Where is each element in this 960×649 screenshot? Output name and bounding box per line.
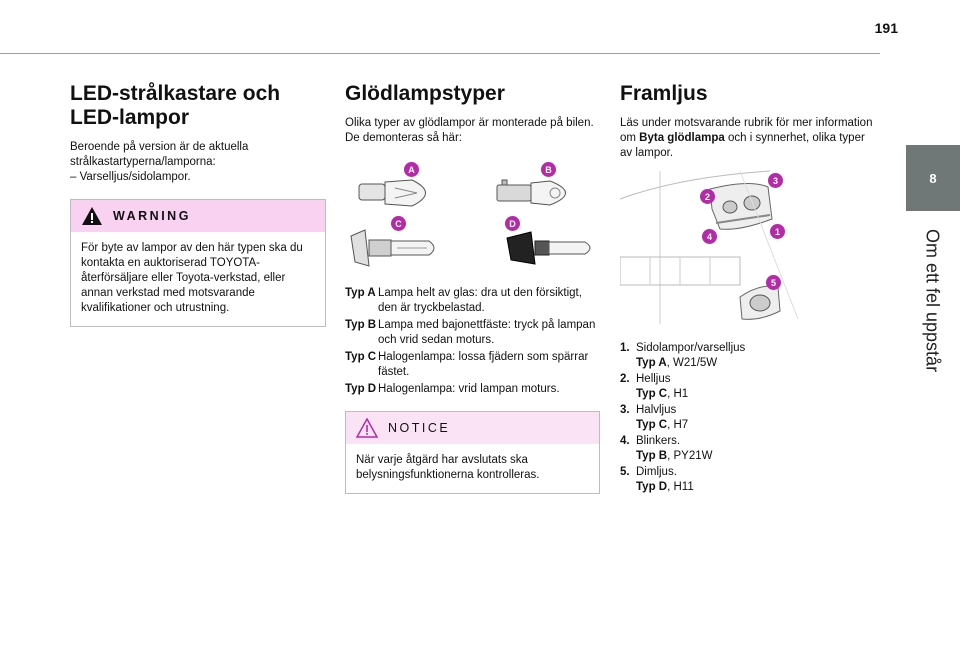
headlights-intro: Läs under motsvarande rubrik för mer inf… — [620, 117, 873, 159]
header-rule — [0, 53, 880, 54]
lamp-list: 1. Sidolampor/varselljus Typ A, W21/5W 2… — [620, 341, 880, 495]
callout-3: 3 — [768, 173, 783, 188]
chapter-title-text: Om ett fel uppstår — [922, 229, 943, 373]
list-item: 3. Halvljus Typ C, H7 — [620, 404, 689, 431]
page-number: 191 — [874, 20, 898, 36]
list-item: 5. Dimljus. Typ D, H11 — [620, 466, 694, 493]
bulb-badge-d: D — [505, 216, 520, 231]
warning-triangle-icon — [82, 207, 102, 225]
car-front-illustration — [619, 170, 799, 324]
headlight-diagram: 1 2 3 4 5 — [619, 169, 880, 329]
bulb-b-illustration — [496, 179, 566, 206]
callout-5: 5 — [766, 275, 781, 290]
bulb-illustrations: A B C D — [345, 156, 600, 276]
notice-text: När varje åtgärd har avslutats ska belys… — [356, 454, 540, 481]
chapter-title: Om ett fel uppstår — [906, 226, 958, 376]
type-row: Typ C Halogenlampa: lossa fjädern som sp… — [345, 351, 589, 378]
list-item: 1. Sidolampor/varselljus Typ A, W21/5W — [620, 342, 746, 369]
notice-header: NOTICE — [346, 412, 599, 444]
bulb-badge-b: B — [541, 162, 556, 177]
bulb-types-intro: Olika typer av glödlampor är monterade p… — [345, 117, 594, 144]
notice-triangle-icon — [356, 418, 378, 438]
chapter-tab[interactable]: 8 — [906, 145, 960, 211]
type-row: Typ D Halogenlampa: vrid lampan moturs. — [345, 383, 560, 395]
bulb-type-list: Typ A Lampa helt av glas: dra ut den för… — [345, 286, 600, 397]
list-item: 4. Blinkers. Typ B, PY21W — [620, 435, 713, 462]
led-title: LED-strålkastare och LED-lampor — [70, 82, 281, 129]
callout-2: 2 — [700, 189, 715, 204]
callout-1: 1 — [770, 224, 785, 239]
headlights-title: Framljus — [620, 82, 708, 105]
callout-4: 4 — [702, 229, 717, 244]
list-item: 2. Helljus Typ C, H1 — [620, 373, 689, 400]
led-bullet: – Varselljus/sidolampor. — [70, 171, 191, 183]
warning-text: För byte av lampor av den här typen ska … — [81, 242, 303, 314]
headlights-section: Framljus Läs under motsvarande rubrik fö… — [619, 82, 880, 496]
warning-box: WARNING För byte av lampor av den här ty… — [70, 199, 326, 327]
led-section: LED-strålkastare och LED-lampor Beroende… — [70, 82, 326, 327]
bulb-d-illustration — [506, 231, 591, 265]
bulb-c-illustration — [350, 229, 435, 267]
bulb-types-title: Glödlampstyper — [345, 82, 505, 105]
led-intro: Beroende på version är de aktuella strål… — [70, 141, 249, 168]
bulb-badge-a: A — [404, 162, 419, 177]
bulb-badge-c: C — [391, 216, 406, 231]
notice-title: NOTICE — [388, 421, 451, 435]
warning-title: WARNING — [113, 209, 191, 223]
bulb-a-illustration — [358, 179, 426, 207]
notice-box: NOTICE När varje åtgärd har avslutats sk… — [345, 411, 600, 494]
bulb-types-section: Glödlampstyper Olika typer av glödlampor… — [345, 82, 600, 494]
type-row: Typ A Lampa helt av glas: dra ut den för… — [345, 287, 582, 314]
type-row: Typ B Lampa med bajonettfäste: tryck på … — [345, 319, 596, 346]
warning-header: WARNING — [71, 200, 325, 232]
chapter-number: 8 — [929, 170, 937, 186]
